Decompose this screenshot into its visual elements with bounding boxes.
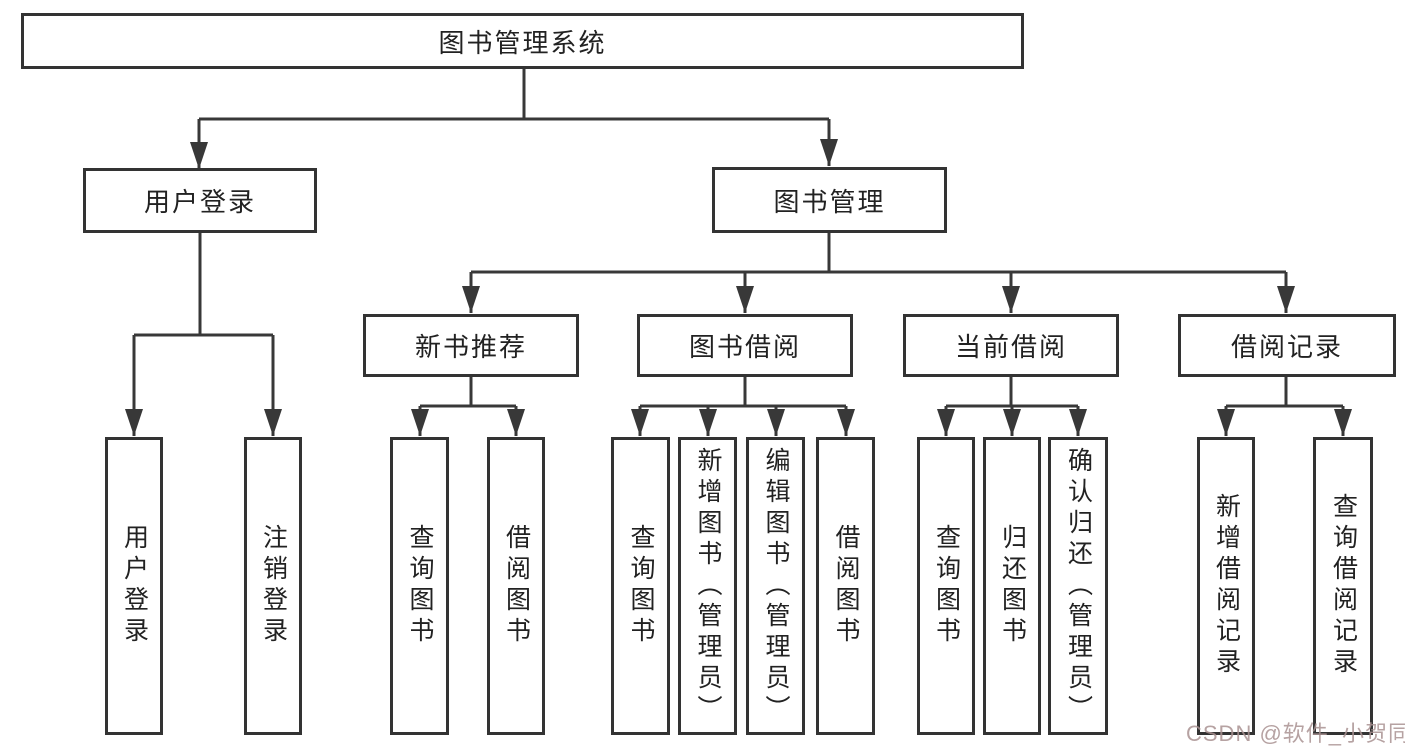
leaf-user-login: 用户登录 <box>105 437 163 735</box>
leaf-edit-books-admin-label: 编辑图书（管理员） <box>762 446 790 726</box>
leaf-borrow-books-1: 借阅图书 <box>487 437 545 735</box>
leaf-query-books-3-label: 查询图书 <box>932 524 961 648</box>
leaf-query-books-2: 查询图书 <box>611 437 670 735</box>
connectors-book-management <box>462 233 1295 313</box>
leaf-query-books-2-label: 查询图书 <box>627 524 655 648</box>
node-library-system: 图书管理系统 <box>21 13 1024 69</box>
leaf-add-borrow-record: 新增借阅记录 <box>1197 437 1255 735</box>
node-library-system-label: 图书管理系统 <box>438 27 607 58</box>
csdn-watermark: CSDN @软件_小贺同学 <box>1186 721 1405 746</box>
leaf-query-borrow-record-label: 查询借阅记录 <box>1329 493 1358 679</box>
leaf-borrow-books-2: 借阅图书 <box>816 437 875 735</box>
leaf-confirm-return-admin-label: 确认归还（管理员） <box>1064 446 1093 726</box>
connectors-book-borrowing <box>631 377 855 436</box>
leaf-borrow-books-2-label: 借阅图书 <box>832 524 860 648</box>
node-borrowing-records: 借阅记录 <box>1178 314 1396 377</box>
node-book-management-label: 图书管理 <box>773 186 886 217</box>
leaf-logout-label: 注销登录 <box>259 524 288 648</box>
node-book-borrowing-label: 图书借阅 <box>688 332 801 362</box>
node-book-borrowing: 图书借阅 <box>637 314 853 377</box>
leaf-query-books-1-label: 查询图书 <box>406 524 434 648</box>
node-new-book-recommend-label: 新书推荐 <box>414 332 527 362</box>
leaf-return-books: 归还图书 <box>983 437 1041 735</box>
leaf-query-books-1: 查询图书 <box>390 437 449 735</box>
connectors-user-login <box>125 233 282 436</box>
leaf-logout: 注销登录 <box>244 437 302 735</box>
node-current-borrowing-label: 当前借阅 <box>954 332 1067 362</box>
leaf-add-books-admin-label: 新增图书（管理员） <box>694 446 722 726</box>
node-book-management: 图书管理 <box>712 167 947 233</box>
node-user-login: 用户登录 <box>83 168 317 233</box>
leaf-add-borrow-record-label: 新增借阅记录 <box>1212 493 1241 679</box>
connectors-new-book-recommend <box>411 377 525 436</box>
leaf-edit-books-admin: 编辑图书（管理员） <box>746 437 805 735</box>
node-user-login-label: 用户登录 <box>143 187 256 217</box>
node-new-book-recommend: 新书推荐 <box>363 314 579 377</box>
node-current-borrowing: 当前借阅 <box>903 314 1119 377</box>
leaf-add-books-admin: 新增图书（管理员） <box>678 437 737 735</box>
node-borrowing-records-label: 借阅记录 <box>1230 332 1343 362</box>
connectors-current-borrowing <box>937 377 1087 436</box>
connectors-borrowing-records <box>1217 377 1352 436</box>
leaf-return-books-label: 归还图书 <box>998 524 1027 648</box>
connectors-root <box>190 69 838 169</box>
leaf-query-books-3: 查询图书 <box>917 437 975 735</box>
leaf-user-login-label: 用户登录 <box>120 524 149 648</box>
leaf-borrow-books-1-label: 借阅图书 <box>502 524 531 648</box>
leaf-query-borrow-record: 查询借阅记录 <box>1313 437 1373 735</box>
leaf-confirm-return-admin: 确认归还（管理员） <box>1048 437 1108 735</box>
